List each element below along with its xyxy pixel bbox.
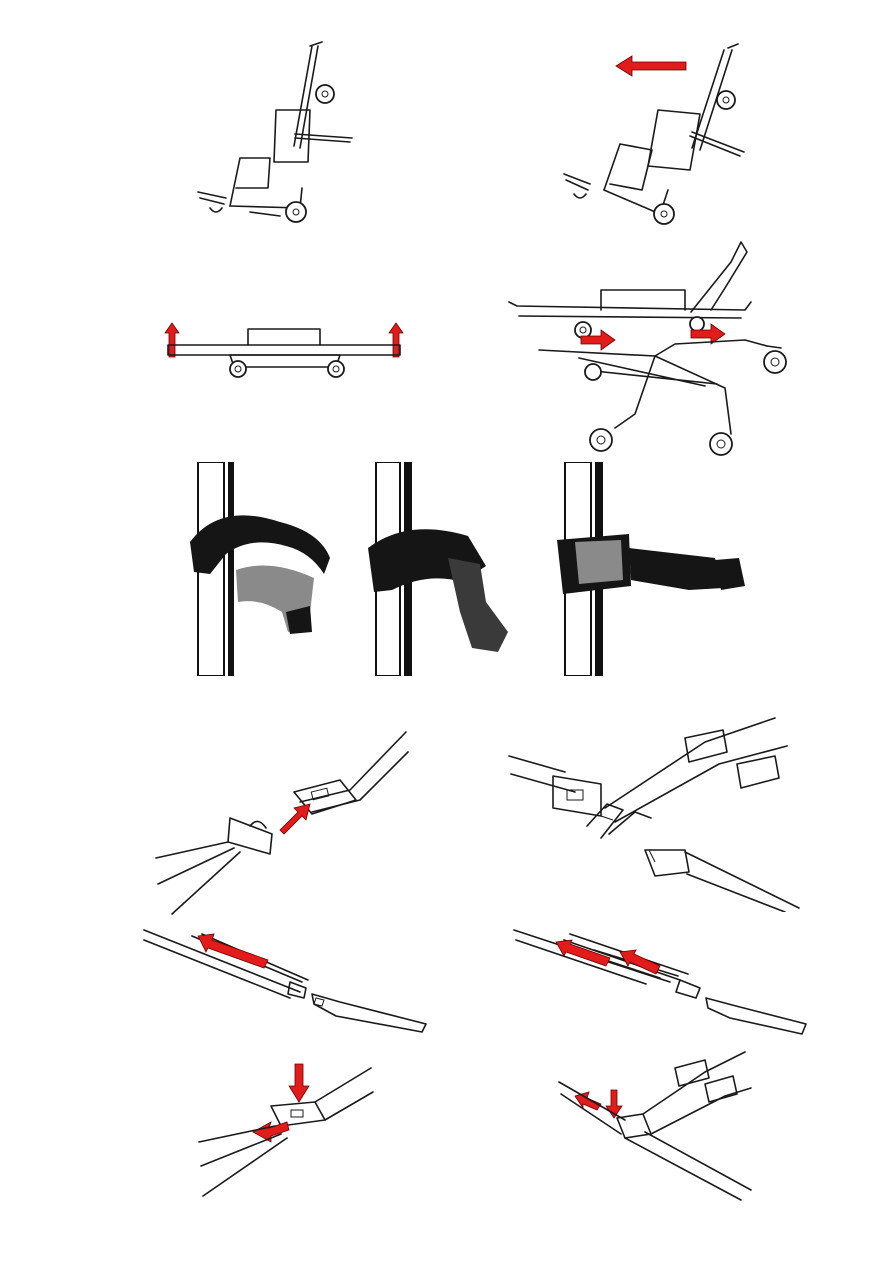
arrow-up-left-icon <box>165 323 179 357</box>
arrow-left-icon <box>616 56 686 76</box>
buckle-release-figure <box>195 1058 375 1198</box>
buckle-release-cross-drawing <box>555 1048 755 1203</box>
buckle-insert-drawing <box>150 722 415 917</box>
bottom-wheel <box>286 202 306 222</box>
chair-tilted-drawing <box>560 40 750 230</box>
top-wheel <box>316 85 334 103</box>
arrow-up-right-icon <box>389 323 403 357</box>
arrow-press-icon <box>289 1064 309 1102</box>
chair-upright-figure <box>190 38 360 228</box>
stretcher-slide-drawing <box>505 238 805 460</box>
arrow-pull-icon <box>198 934 268 968</box>
chair-upright-drawing <box>190 38 360 228</box>
strap-wrap-step-3-image <box>555 462 750 676</box>
strap-photo-2 <box>368 462 528 676</box>
buckle-body <box>553 776 601 816</box>
buckle-insert-cross-drawing <box>505 712 805 912</box>
stretcher-slide-figure <box>505 238 805 460</box>
buckle-release-cross-figure <box>555 1048 755 1203</box>
arrow-insert-icon <box>280 804 310 834</box>
strap-wrap-step-1-image <box>190 462 340 676</box>
strap-tighten-double-drawing <box>510 922 810 1038</box>
strap-tighten-figure <box>140 922 430 1034</box>
chair-tilted-figure <box>560 40 750 230</box>
strap-wrap-step-2-image <box>368 462 528 676</box>
strap-photo-1 <box>190 462 340 676</box>
strap-tighten-drawing <box>140 922 430 1034</box>
buckle-insert-figure <box>150 722 415 917</box>
arrow-pull-out-icon-2 <box>575 1092 601 1110</box>
buckle-release-body <box>271 1102 325 1126</box>
stretcher-lift-figure <box>160 315 410 385</box>
strap-tighten-double-figure <box>510 922 810 1038</box>
stretcher-lift-drawing <box>160 315 410 385</box>
arrow-pull-out-icon <box>253 1122 289 1142</box>
strap-photo-3 <box>555 462 750 676</box>
buckle-release-drawing <box>195 1058 375 1198</box>
buckle-cross-figure <box>505 712 805 912</box>
